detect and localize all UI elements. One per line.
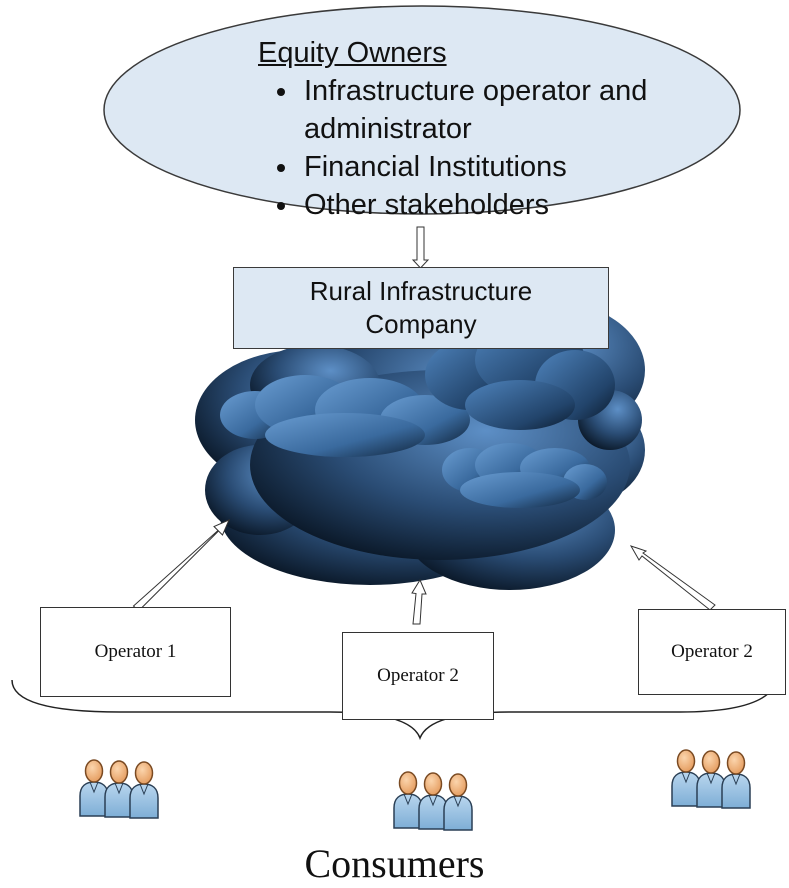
equity-owners-list: Infrastructure operator and administrato…: [258, 72, 678, 224]
operator-label: Operator 2: [377, 665, 459, 686]
equity-owners-title: Equity Owners: [258, 37, 447, 69]
operator-box-2: Operator 2: [342, 632, 494, 720]
equity-owner-item: Financial Institutions: [300, 148, 678, 186]
equity-owner-item: Other stakeholders: [300, 186, 678, 224]
operator-label: Operator 1: [94, 641, 177, 662]
arrow-operator2-to-cloud: [411, 578, 427, 625]
operator-label: Operator 2: [671, 641, 753, 662]
equity-owner-item: Infrastructure operator and administrato…: [300, 72, 678, 148]
equity-owners-text: Equity Owners Infrastructure operator an…: [258, 34, 678, 224]
arrow-owners-to-company: [411, 226, 430, 269]
arrow-operator3-to-cloud: [629, 545, 716, 611]
arrow-operator1-to-cloud: [132, 519, 230, 612]
operator-box-3: Operator 2: [638, 609, 786, 695]
cloud-icon: [195, 300, 645, 590]
consumer-group-left-icon: [79, 759, 159, 819]
consumers-label: Consumers: [304, 841, 485, 886]
equity-owners-ellipse: [103, 5, 741, 215]
rural-infrastructure-company-box: Rural Infrastructure Company: [233, 267, 609, 349]
consumer-group-right-icon: [671, 749, 751, 809]
consumer-group-center-icon: [393, 771, 473, 831]
company-label: Rural Infrastructure Company: [309, 276, 533, 339]
consumers-brace: [11, 674, 779, 741]
operator-box-1: Operator 1: [40, 607, 231, 697]
